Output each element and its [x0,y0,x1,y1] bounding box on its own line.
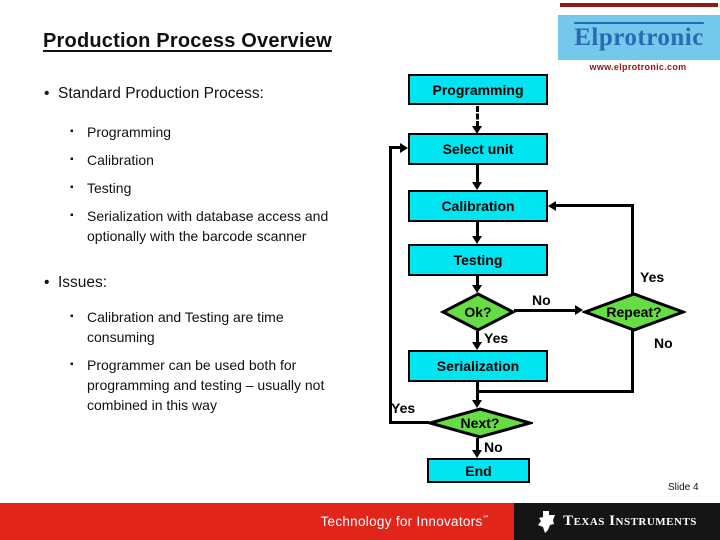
edge-label-repeat-no: No [654,335,673,351]
diamond-shape-icon [440,292,516,332]
edge-label-ok-no: No [532,292,551,308]
edge-label-next-no: No [484,439,503,455]
footer-brand-bar: Texas Instruments [514,503,720,540]
edge-ok-serialization [476,331,479,343]
sub-bullet-marker-icon: ▪ [70,182,74,193]
sub-bullet-calibration: ▪ Calibration [70,150,347,170]
edge-label-ok-yes: Yes [484,330,509,346]
edge-testing-ok [476,276,479,287]
flow-decision-repeat: Repeat? [582,292,686,332]
logo-top-rule [560,3,718,7]
arrowhead-right-icon [575,305,583,315]
texas-instruments-logo-icon [538,510,556,533]
sub-bullet-serialization-label: Serialization with database access and o… [87,208,329,244]
edge-repeat-calibration [556,204,634,207]
flow-decision-ok-label: Ok? [464,304,492,320]
edge-selectunit-calibration [476,165,479,183]
arrowhead-down-icon [472,236,482,244]
logo-url-text: www.elprotronic.com [589,62,687,72]
sub-bullet-calibration-label: Calibration [87,152,154,168]
arrowhead-down-icon [472,285,482,293]
sub-bullet-testing-label: Testing [87,180,132,196]
logo-wordmark: Elprotronic [574,23,704,51]
flow-node-end-label: End [465,462,492,479]
flow-node-programming: Programming [408,74,548,105]
sub-bullet-time-consuming-label: Calibration and Testing are time consumi… [87,309,284,345]
edge-repeat-merge [477,390,634,393]
arrowhead-down-icon [472,126,482,134]
bullet-standard-process: • Standard Production Process: [44,85,264,103]
flow-node-calibration-label: Calibration [441,198,515,214]
edge-label-next-yes: Yes [391,400,416,416]
edge-repeat-up [631,207,634,294]
flow-decision-next: Next? [427,407,533,439]
flow-node-programming-label: Programming [432,81,524,98]
footer-brand-name: Texas Instruments [563,513,697,529]
flow-node-serialization: Serialization [408,350,548,382]
bullet-issues: • Issues: [44,274,107,292]
arrowhead-down-icon [472,450,482,458]
sub-bullet-programmer-use-label: Programmer can be used both for programm… [87,357,325,413]
flow-node-select-unit-label: Select unit [442,141,514,157]
sub-bullet-programming: ▪ Programming [70,122,347,142]
sub-bullet-marker-icon: ▪ [70,154,74,165]
flow-node-serialization-label: Serialization [436,358,520,374]
bullet-standard-process-label: Standard Production Process: [58,85,264,102]
flow-node-testing-label: Testing [453,252,503,268]
edge-loop-selectunit [389,146,401,149]
flow-decision-repeat-label: Repeat? [606,304,662,320]
slide-title: Production Process Overview [43,30,332,52]
bullet-marker-icon: • [44,274,50,291]
edge-next-left [389,421,429,424]
edge-label-repeat-yes: Yes [640,269,665,285]
arrowhead-right-icon [400,143,408,153]
footer-tagline-bar: Technology for Innovators℠ [0,503,514,540]
edge-calibration-testing [476,222,479,237]
edge-ok-repeat [514,309,576,312]
logo-wordmark-box: Elprotronic [558,15,720,60]
diamond-shape-icon [582,292,686,332]
service-mark: ℠ [482,515,490,523]
footer-tagline-text: Technology for Innovators [320,514,483,529]
sub-bullet-time-consuming: ▪ Calibration and Testing are time consum… [70,307,339,347]
sub-bullet-programming-label: Programming [87,124,172,140]
edge-next-end [476,438,479,451]
sub-bullet-marker-icon: ▪ [70,126,74,137]
slide-number: Slide 4 [668,482,699,493]
edge-repeat-down [631,330,634,392]
diamond-shape-icon [427,407,533,439]
flow-decision-ok: Ok? [440,292,516,332]
sub-bullet-marker-icon: ▪ [70,210,74,221]
footer-tagline: Technology for Innovators℠ [320,514,490,529]
arrowhead-down-icon [472,400,482,408]
flow-decision-next-label: Next? [460,415,500,431]
sub-bullet-marker-icon: ▪ [70,311,74,322]
sub-bullet-serialization: ▪ Serialization with database access and … [70,206,339,246]
edge-programming-selectunit-dashed [476,106,479,127]
arrowhead-down-icon [472,182,482,190]
sub-bullet-marker-icon: ▪ [70,359,74,370]
arrowhead-down-icon [472,342,482,350]
sub-bullet-programmer-use: ▪ Programmer can be used both for program… [70,355,345,415]
arrowhead-left-icon [548,201,556,211]
flow-node-calibration: Calibration [408,190,548,222]
flow-node-end: End [427,458,530,483]
sub-bullet-testing: ▪ Testing [70,178,347,198]
bullet-marker-icon: • [44,85,50,102]
flow-node-testing: Testing [408,244,548,276]
flow-node-select-unit: Select unit [408,133,548,165]
bullet-issues-label: Issues: [58,274,108,291]
edge-next-loop-up [389,146,392,424]
